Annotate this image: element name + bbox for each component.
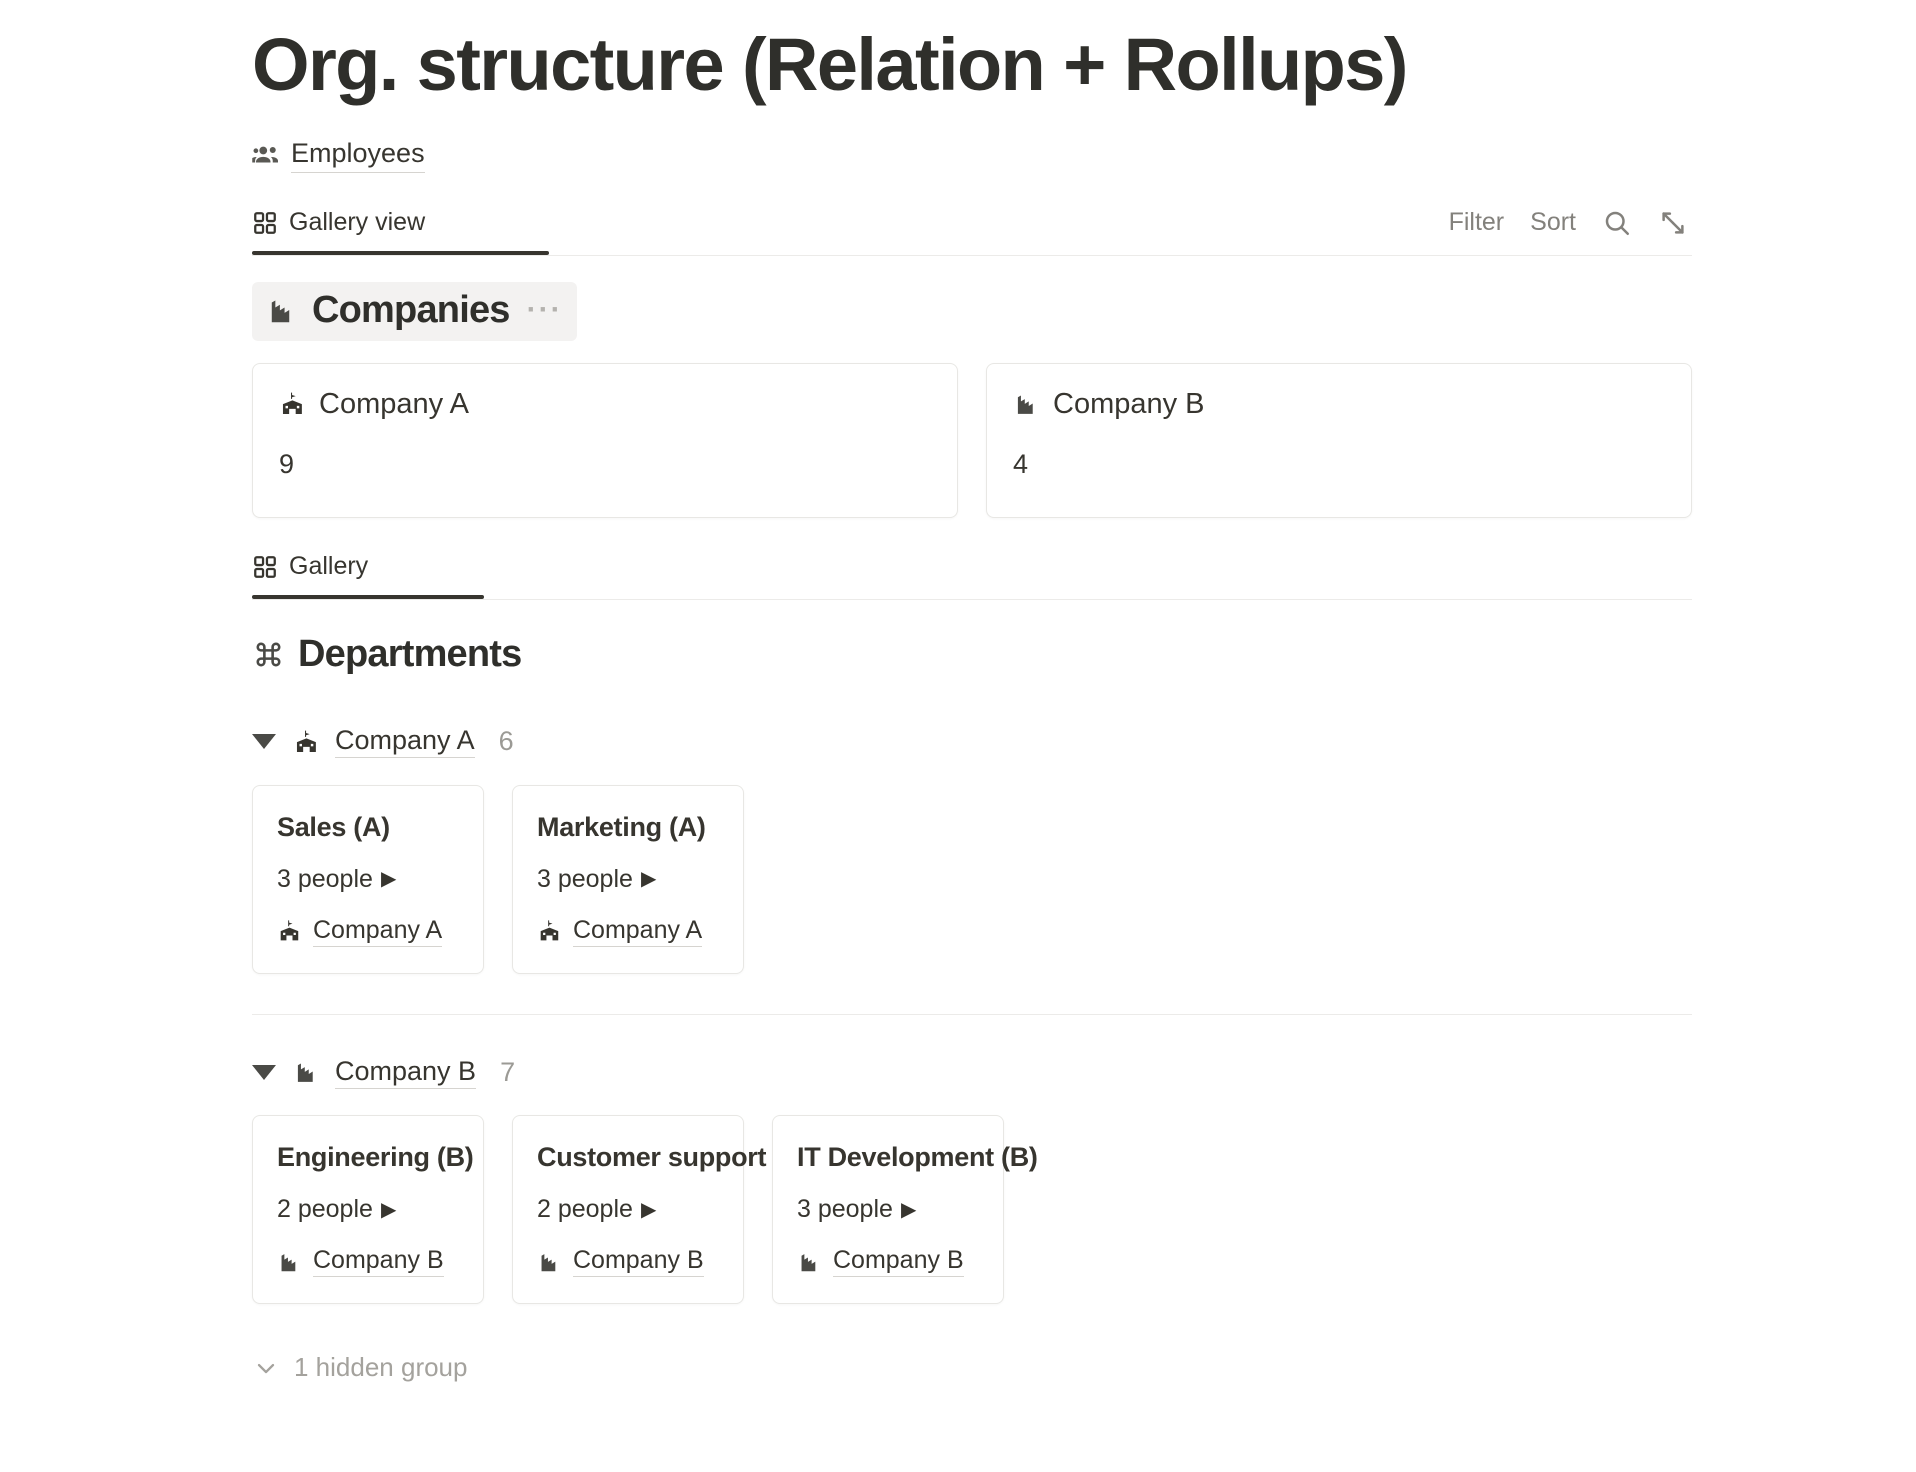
group-count: 6 (498, 726, 514, 757)
rollup-value: 3 people (277, 864, 373, 893)
command-icon (252, 638, 285, 671)
group-header-company-a[interactable]: Company A 6 (252, 721, 1692, 763)
department-card-relation[interactable]: Company B (277, 1246, 459, 1278)
factory-building-icon (277, 1249, 303, 1275)
departments-section-title: Departments (298, 632, 522, 675)
group-divider (252, 1013, 1692, 1016)
company-card-title-row: Company B (1013, 388, 1665, 421)
department-card-title: Sales (A) (277, 811, 390, 842)
hidden-group-toggle[interactable]: 1 hidden group (252, 1352, 1692, 1383)
rollup-expand-caret-icon[interactable]: ▶ (380, 1198, 397, 1221)
rollup-value: 3 people (537, 864, 633, 893)
company-card-title-row: Company A (279, 388, 931, 421)
department-card-rollup[interactable]: 3 people ▶ (797, 1195, 979, 1224)
hidden-group-label: 1 hidden group (294, 1352, 468, 1383)
school-building-icon (279, 390, 307, 418)
filter-button[interactable]: Filter (1448, 208, 1505, 237)
department-card-relation[interactable]: Company A (277, 916, 459, 947)
relation-link[interactable]: Company B (833, 1246, 964, 1278)
department-card-title: IT Development (B) (797, 1142, 1038, 1173)
departments-section-header[interactable]: Departments (252, 626, 536, 685)
departments-view-toolbar: Gallery (252, 544, 1692, 600)
companies-gallery: Company A 9 Company B 4 (252, 362, 1692, 518)
companies-section-title: Companies (312, 288, 510, 331)
factory-building-icon (266, 294, 299, 327)
tab-gallery[interactable]: Gallery (252, 544, 485, 599)
department-card-title: Marketing (A) (537, 811, 706, 842)
relation-link[interactable]: Company A (573, 916, 703, 947)
relation-link[interactable]: Company B (313, 1246, 444, 1278)
rollup-expand-caret-icon[interactable]: ▶ (640, 868, 657, 891)
department-card[interactable]: IT Development (B) 3 people ▶ Company B (772, 1115, 1038, 1305)
department-card-title: Engineering (B) (277, 1142, 474, 1173)
school-building-icon (277, 918, 303, 944)
page-content: Org. structure (Relation + Rollups) Empl… (252, 0, 1692, 1383)
rollup-expand-caret-icon[interactable]: ▶ (640, 1198, 657, 1221)
department-card-relation[interactable]: Company B (797, 1246, 979, 1278)
page-title: Org. structure (Relation + Rollups) (252, 23, 1408, 106)
factory-building-icon (797, 1249, 823, 1275)
department-card-relation[interactable]: Company B (537, 1246, 719, 1278)
gallery-grid-icon (252, 210, 278, 236)
factory-building-icon (537, 1249, 563, 1275)
department-card[interactable]: Sales (A) 3 people ▶ Company A (252, 784, 484, 974)
tab-gallery-label: Gallery (289, 552, 369, 581)
rollup-value: 2 people (537, 1195, 633, 1224)
department-card-relation[interactable]: Company A (537, 916, 719, 947)
tab-gallery-view[interactable]: Gallery view (252, 200, 550, 255)
companies-section-menu-icon[interactable]: ··· (526, 293, 563, 327)
breadcrumb[interactable]: Employees (252, 137, 1692, 173)
group-label[interactable]: Company A (335, 725, 475, 759)
department-card-rollup[interactable]: 2 people ▶ (277, 1195, 459, 1224)
department-card-rollup[interactable]: 3 people ▶ (277, 865, 459, 894)
chevron-down-icon (252, 1354, 280, 1382)
departments-view-tabs: Gallery (252, 544, 485, 599)
company-card-value: 4 (1013, 448, 1029, 479)
factory-building-icon (1013, 390, 1041, 418)
rollup-expand-caret-icon[interactable]: ▶ (380, 868, 397, 891)
search-icon[interactable] (1602, 208, 1632, 238)
company-card-value: 9 (279, 448, 295, 479)
breadcrumb-label: Employees (291, 137, 425, 173)
tab-gallery-view-label: Gallery view (289, 208, 426, 237)
relation-link[interactable]: Company B (573, 1246, 704, 1278)
company-card-title: Company A (319, 387, 469, 420)
department-card-title: Customer support (B) (537, 1142, 810, 1173)
gallery-grid-icon (252, 554, 278, 580)
view-toolbar: Gallery view Filter Sort (252, 200, 1692, 256)
factory-building-icon (293, 1058, 321, 1086)
company-card[interactable]: Company B 4 (986, 362, 1692, 518)
company-card-title: Company B (1053, 387, 1205, 420)
collapse-caret-icon[interactable] (252, 734, 276, 750)
departments-gallery-company-a: Sales (A) 3 people ▶ Company A (252, 784, 1692, 974)
department-card-rollup[interactable]: 3 people ▶ (537, 865, 719, 894)
view-tabs: Gallery view (252, 200, 550, 255)
department-card[interactable]: Customer support (B) 2 people ▶ Company … (512, 1115, 810, 1305)
group-label[interactable]: Company B (335, 1056, 477, 1089)
rollup-expand-caret-icon[interactable]: ▶ (900, 1198, 917, 1221)
department-card[interactable]: Engineering (B) 2 people ▶ Company B (252, 1115, 484, 1305)
company-card[interactable]: Company A 9 (252, 362, 958, 518)
group-count: 7 (500, 1056, 516, 1087)
school-building-icon (293, 728, 321, 756)
rollup-value: 3 people (797, 1195, 893, 1224)
rollup-value: 2 people (277, 1195, 373, 1224)
view-actions: Filter Sort (1449, 200, 1692, 246)
department-card-rollup[interactable]: 2 people ▶ (537, 1195, 719, 1224)
people-icon (252, 140, 282, 170)
relation-link[interactable]: Company A (313, 916, 443, 947)
group-header-company-b[interactable]: Company B 7 (252, 1051, 1692, 1093)
companies-section-header[interactable]: Companies ··· (252, 281, 577, 341)
collapse-caret-icon[interactable] (252, 1064, 276, 1080)
expand-diagonal-icon[interactable] (1658, 208, 1688, 238)
department-card[interactable]: Marketing (A) 3 people ▶ Company A (512, 784, 744, 974)
school-building-icon (537, 918, 563, 944)
departments-view-actions (1688, 544, 1692, 590)
sort-button[interactable]: Sort (1530, 208, 1576, 237)
departments-gallery-company-b: Engineering (B) 2 people ▶ Company B Cus… (252, 1115, 1692, 1305)
